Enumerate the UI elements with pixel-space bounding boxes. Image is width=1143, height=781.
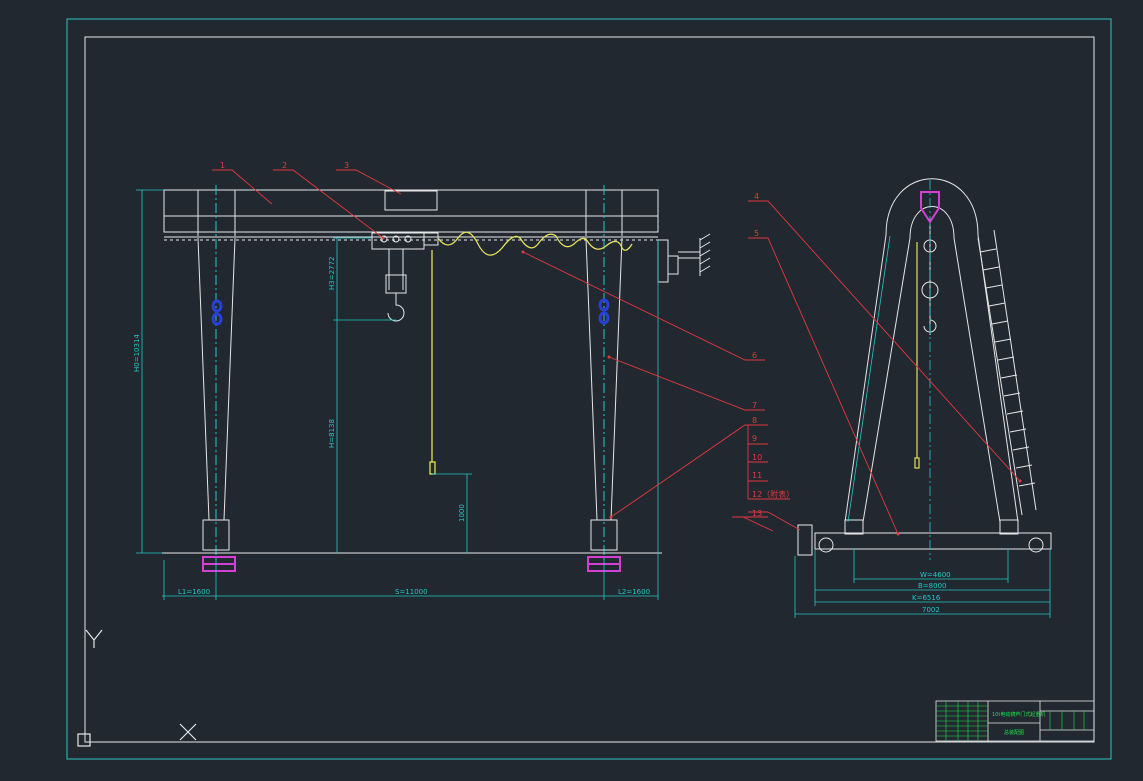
- electrical-box: [384, 190, 438, 211]
- front-view: [162, 185, 711, 560]
- dim-k: K=6516: [912, 594, 941, 602]
- callout-7: 7: [752, 401, 757, 410]
- dim-h: H=8138: [328, 419, 336, 448]
- x-axis-icon: [179, 723, 197, 741]
- festoon-cable: [429, 231, 633, 475]
- dim-h3: H3=2772: [328, 257, 336, 290]
- callout-11: 11: [752, 471, 762, 480]
- dim-l1: L1=1600: [178, 588, 210, 596]
- callout-12: 12（附表）: [752, 489, 794, 499]
- callout-8: 8: [752, 416, 757, 425]
- callout-5: 5: [754, 229, 759, 238]
- callout-9: 9: [752, 434, 757, 443]
- dim-b: B=8000: [918, 582, 946, 590]
- side-hook-cable: [914, 242, 920, 469]
- callout-3: 3: [344, 161, 349, 170]
- callout-1: 1: [220, 161, 225, 170]
- front-dimensions: [136, 189, 659, 600]
- dim-hook-low: 1000: [458, 504, 466, 522]
- dim-total: 7002: [922, 606, 940, 614]
- side-center-lines: [847, 180, 931, 560]
- title-block-title: 10t电动葫芦门式起重机: [992, 711, 1045, 718]
- electric-hoist: [371, 232, 439, 322]
- side-view: [797, 178, 1052, 556]
- callout-leaders: [212, 169, 1021, 535]
- title-block-subtitle: 总装配图: [1004, 729, 1024, 736]
- origin-square-icon: [77, 733, 91, 747]
- sheet-frame: [66, 18, 1112, 760]
- callout-dots: [381, 236, 1022, 536]
- dim-h0: H0=10314: [133, 334, 141, 372]
- dim-s: S=11000: [395, 588, 428, 596]
- left-leg: [197, 185, 236, 560]
- dim-l2: L2=1600: [618, 588, 650, 596]
- callout-4: 4: [754, 192, 759, 201]
- title-block-grid: [936, 701, 1085, 741]
- callout-13: 13: [752, 509, 762, 518]
- y-axis-icon: [85, 629, 103, 648]
- travel-motor-left: [211, 299, 223, 326]
- callout-10: 10: [752, 453, 762, 462]
- travel-motor-right: [598, 298, 610, 325]
- dim-w: W=4600: [920, 571, 951, 579]
- callout-6: 6: [752, 351, 757, 360]
- side-dimensions: [794, 549, 1051, 618]
- ladder: [977, 229, 1037, 516]
- callout-2: 2: [282, 161, 287, 170]
- side-trolley-marker: [920, 191, 940, 224]
